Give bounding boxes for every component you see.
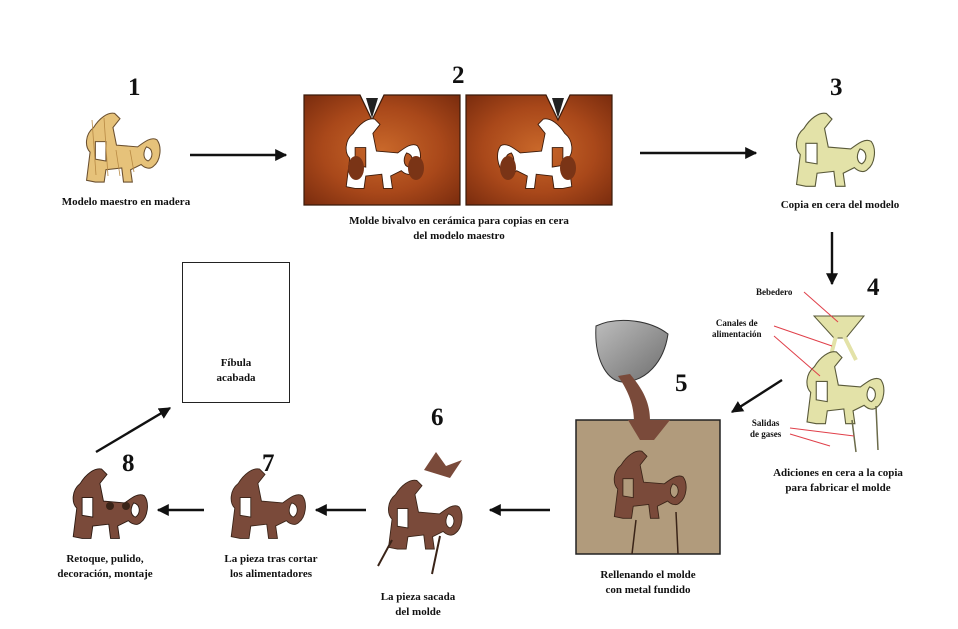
arrow-4-to-5 (730, 378, 783, 414)
step-1-number: 1 (128, 74, 141, 101)
step-5-number: 5 (675, 370, 688, 397)
arrow-8-to-finished (95, 406, 172, 454)
step-5-caption: Rellenando el molde con metal fundido (600, 569, 696, 596)
trimmed-piece (230, 468, 306, 539)
filling-mould (575, 320, 721, 555)
step-2-number: 2 (452, 62, 465, 89)
finished-piece-step8 (72, 468, 148, 539)
ceramic-bivalve-mould (303, 94, 613, 206)
label-leader-lines (773, 291, 855, 447)
step-4-number: 4 (867, 274, 880, 301)
step-7-caption: La pieza tras cortar los alimentadores (224, 553, 318, 580)
finished-fibula-caption: Fíbula acabada (216, 357, 256, 384)
step-2-caption: Molde bivalvo en cerámica para copias en… (349, 215, 569, 242)
label-salidas: Salidas de gases (750, 418, 782, 439)
step-3-number: 3 (830, 74, 843, 101)
label-bebedero: Bebedero (756, 287, 793, 297)
step-6-number: 6 (431, 404, 444, 431)
extracted-piece (377, 452, 463, 575)
label-canales: Canales de alimentación (712, 318, 762, 339)
step-8-number: 8 (122, 450, 135, 477)
step-6-caption: La pieza sacada del molde (380, 591, 456, 618)
process-arrows (95, 147, 838, 516)
step-1-caption: Modelo maestro en madera (61, 196, 191, 208)
finished-fibula-frame (182, 262, 290, 403)
step-4-caption: Adiciones en cera a la copia para fabric… (773, 467, 903, 494)
wooden-master-model (85, 112, 161, 183)
step-3-caption: Copia en cera del modelo (780, 199, 900, 211)
step-8-caption: Retoque, pulido, decoración, montaje (57, 553, 153, 580)
step-7-number: 7 (262, 450, 275, 477)
wax-copy (795, 112, 876, 187)
